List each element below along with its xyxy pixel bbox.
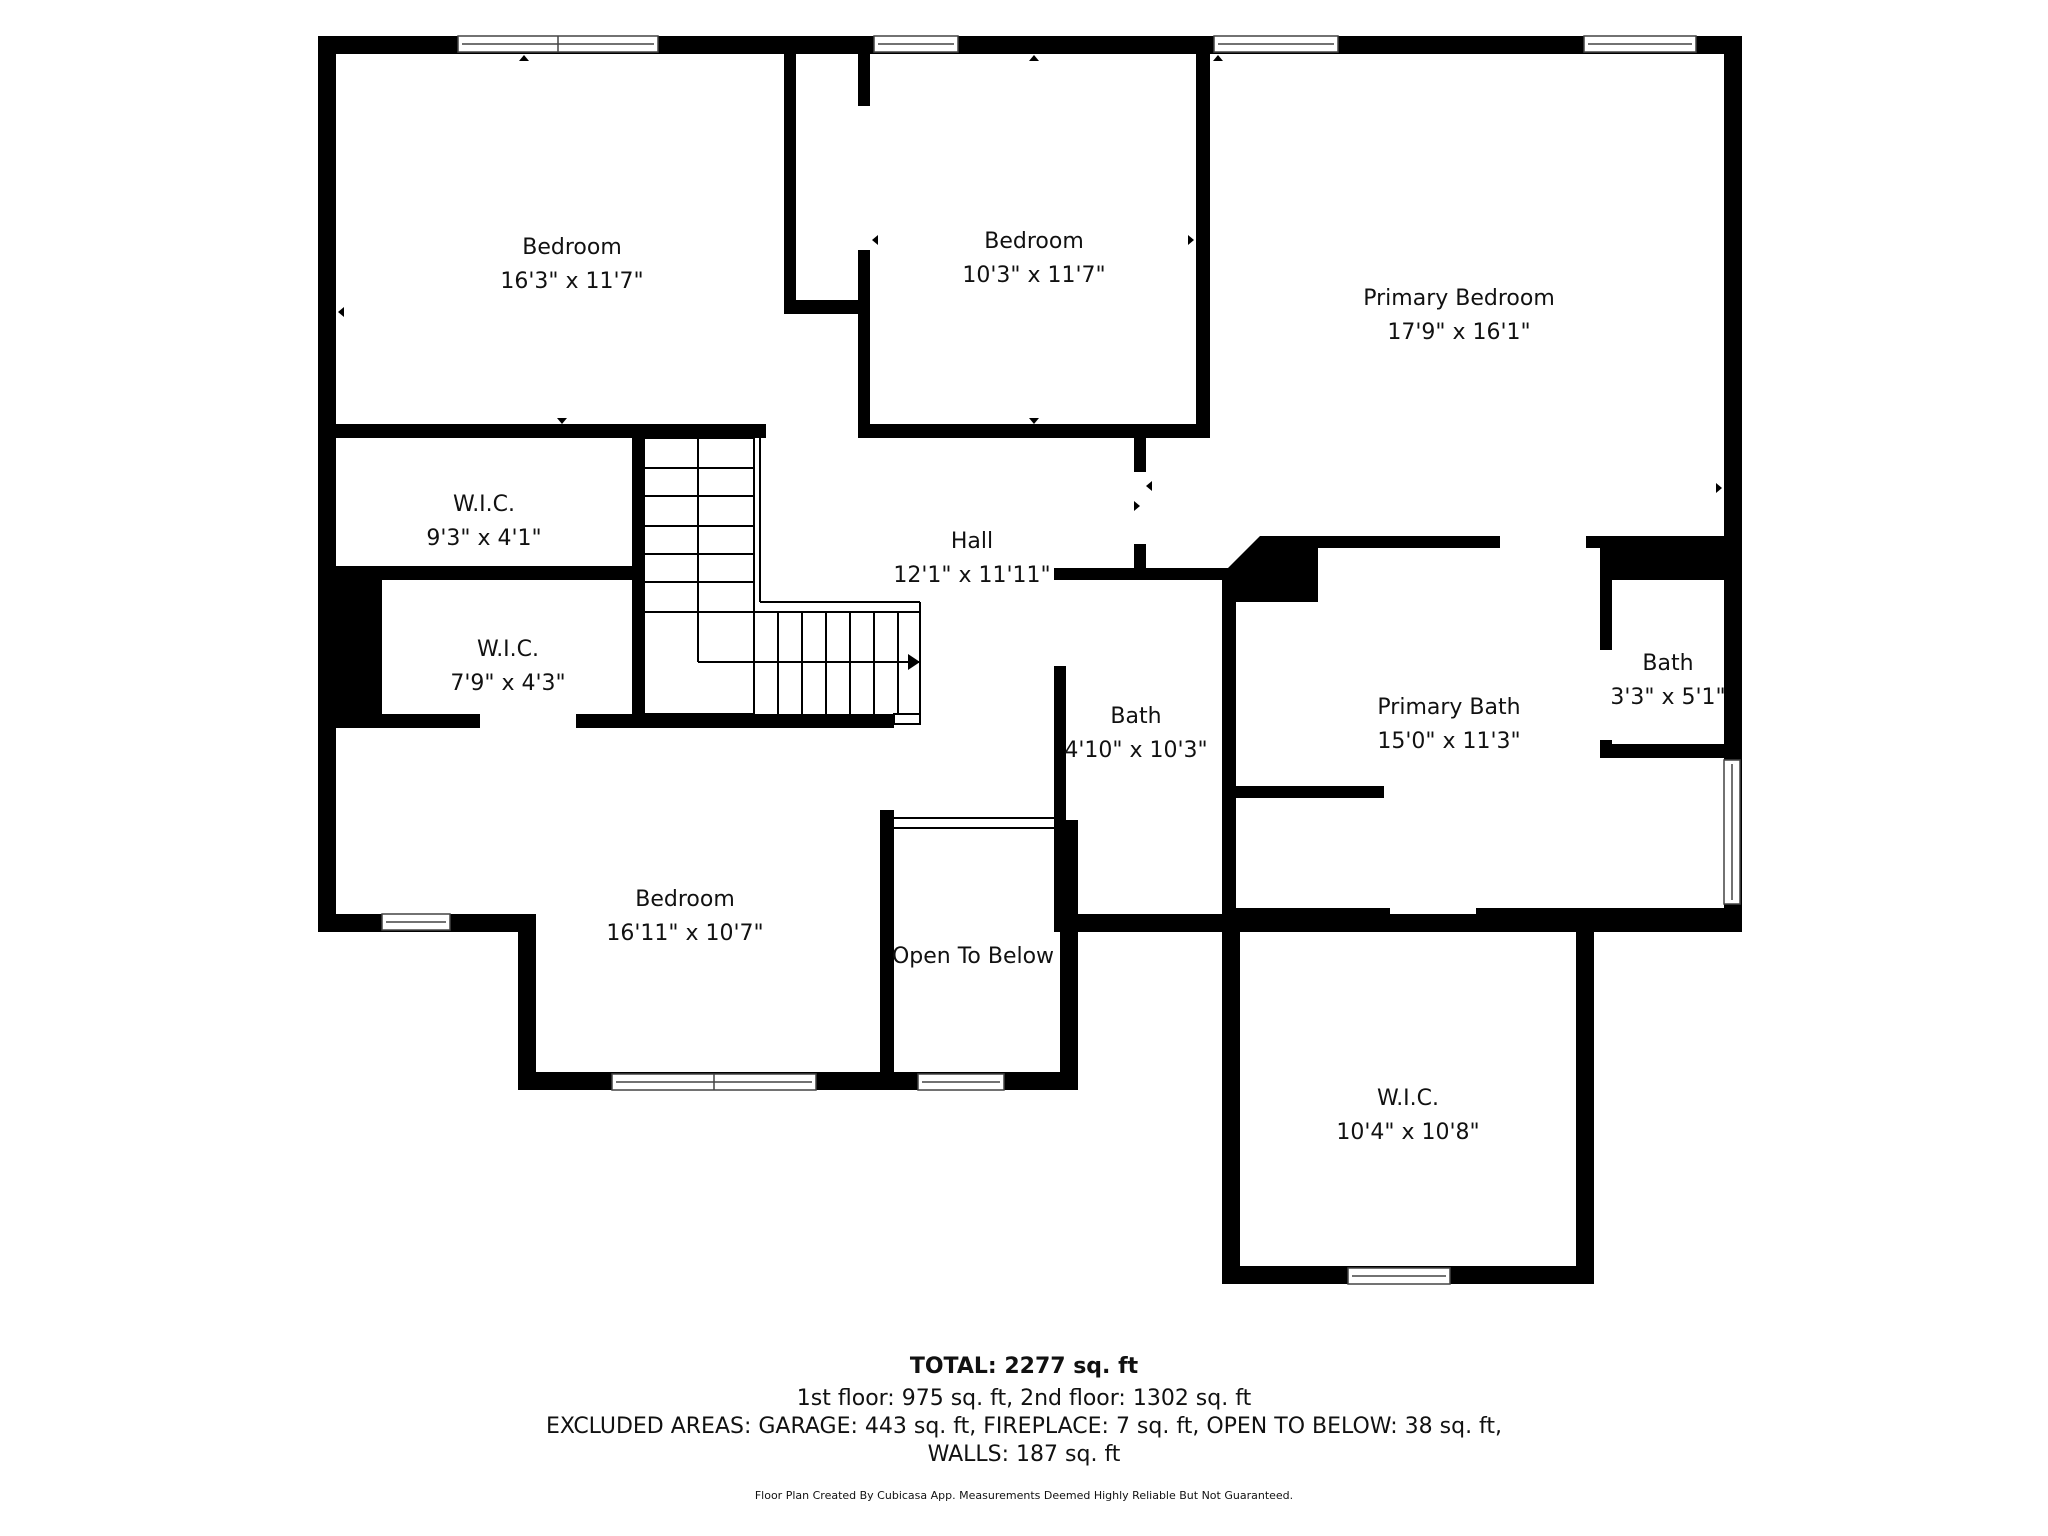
room-open-to-below: Open To Below bbox=[892, 946, 1054, 980]
room-dimensions: 12'1" x 11'11" bbox=[893, 563, 1051, 588]
room-name: Bath bbox=[1110, 704, 1162, 729]
room-dimensions: 15'0" x 11'3" bbox=[1377, 729, 1521, 754]
room-name: Bedroom bbox=[522, 235, 622, 260]
measurement-markers bbox=[338, 55, 1722, 511]
room-bedroom-1: Bedroom 16'3" x 11'7" bbox=[500, 237, 643, 293]
staircase bbox=[643, 437, 1054, 829]
room-wic-primary: W.I.C. 10'4" x 10'8" bbox=[1336, 1088, 1479, 1144]
room-bedroom-3: Bedroom 16'11" x 10'7" bbox=[606, 889, 763, 945]
room-dimensions: 10'3" x 11'7" bbox=[962, 263, 1106, 288]
windows bbox=[381, 35, 1741, 1285]
room-dimensions: 7'9" x 4'3" bbox=[450, 671, 566, 696]
room-name: Primary Bedroom bbox=[1363, 286, 1555, 311]
total-area: TOTAL: 2277 sq. ft bbox=[909, 1354, 1139, 1379]
room-name: Bath bbox=[1642, 651, 1694, 676]
room-dimensions: 16'3" x 11'7" bbox=[500, 269, 644, 294]
room-wic-1: W.I.C. 9'3" x 4'1" bbox=[426, 494, 541, 550]
room-name: Hall bbox=[950, 529, 994, 554]
room-name: W.I.C. bbox=[1376, 1086, 1440, 1111]
room-dimensions: 4'10" x 10'3" bbox=[1064, 738, 1208, 763]
room-bath-hall: Bath 4'10" x 10'3" bbox=[1064, 706, 1207, 762]
room-name: Bedroom bbox=[984, 229, 1084, 254]
room-primary-bath: Primary Bath 15'0" x 11'3" bbox=[1377, 697, 1520, 753]
room-dimensions: 17'9" x 16'1" bbox=[1387, 320, 1531, 345]
walls-area: WALLS: 187 sq. ft bbox=[927, 1442, 1121, 1467]
room-bedroom-2: Bedroom 10'3" x 11'7" bbox=[962, 231, 1105, 287]
room-dimensions: 9'3" x 4'1" bbox=[426, 526, 542, 551]
room-dimensions: 10'4" x 10'8" bbox=[1336, 1120, 1480, 1145]
room-name: W.I.C. bbox=[476, 637, 540, 662]
room-name: Primary Bath bbox=[1377, 695, 1521, 720]
excluded-areas: EXCLUDED AREAS: GARAGE: 443 sq. ft, FIRE… bbox=[545, 1414, 1503, 1439]
room-name: Bedroom bbox=[635, 887, 735, 912]
room-name: W.I.C. bbox=[452, 492, 516, 517]
room-dimensions: 16'11" x 10'7" bbox=[606, 921, 764, 946]
floor-areas: 1st floor: 975 sq. ft, 2nd floor: 1302 s… bbox=[796, 1386, 1252, 1411]
room-dimensions: 3'3" x 5'1" bbox=[1610, 685, 1726, 710]
room-wic-2: W.I.C. 7'9" x 4'3" bbox=[450, 639, 565, 695]
room-bath-small: Bath 3'3" x 5'1" bbox=[1610, 653, 1725, 709]
room-primary-bedroom: Primary Bedroom 17'9" x 16'1" bbox=[1363, 288, 1555, 344]
disclaimer: Floor Plan Created By Cubicasa App. Meas… bbox=[754, 1489, 1294, 1502]
room-name: Open To Below bbox=[891, 944, 1055, 969]
room-hall: Hall 12'1" x 11'11" bbox=[893, 531, 1050, 587]
